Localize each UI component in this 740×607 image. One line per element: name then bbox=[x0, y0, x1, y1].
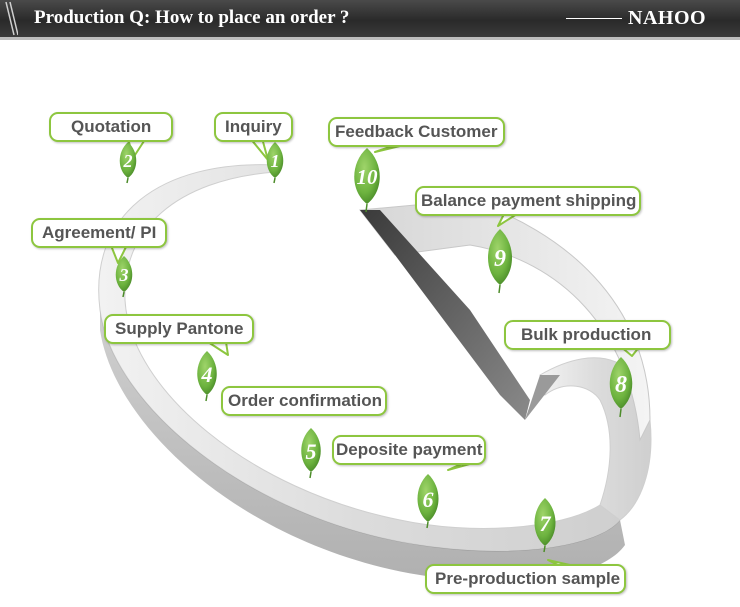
header-bar: Production Q: How to place an order ? NA… bbox=[0, 0, 740, 40]
leaf-2: 2 bbox=[119, 142, 137, 184]
leaf-number-10: 10 bbox=[357, 165, 379, 189]
callout-pre-production-sample: Pre-production sample bbox=[425, 564, 627, 594]
leaf-number-1: 1 bbox=[271, 151, 280, 171]
ring-band bbox=[98, 164, 621, 552]
leaf-number-7: 7 bbox=[540, 511, 552, 536]
leaf-4: 4 bbox=[197, 351, 217, 402]
header-underline bbox=[0, 37, 740, 40]
leaf-5: 5 bbox=[301, 428, 321, 479]
brand-rule bbox=[566, 18, 622, 19]
leaf-9: 9 bbox=[488, 229, 512, 294]
brand-logo: NAHOO bbox=[628, 7, 707, 29]
leaf-number-4: 4 bbox=[201, 362, 213, 387]
callout-inquiry: Inquiry bbox=[214, 112, 293, 142]
callout-bulk-production: Bulk production bbox=[504, 320, 672, 350]
leaf-number-3: 3 bbox=[119, 265, 129, 285]
leaf-number-6: 6 bbox=[423, 487, 434, 512]
callout-deposite-payment: Deposite payment bbox=[332, 435, 487, 465]
leaf-8: 8 bbox=[609, 357, 633, 418]
callout-quotation: Quotation bbox=[49, 112, 174, 142]
leaf-10: 10 bbox=[354, 148, 380, 213]
callout-agreement-pi: Agreement/ PI bbox=[31, 218, 168, 248]
leaf-3: 3 bbox=[115, 256, 133, 298]
ring-side bbox=[100, 310, 625, 582]
page-title: Production Q: How to place an order ? bbox=[34, 7, 350, 28]
arrow-side bbox=[360, 210, 530, 420]
leaf-7: 7 bbox=[534, 498, 556, 553]
leaf-number-5: 5 bbox=[306, 439, 317, 464]
leaf-number-8: 8 bbox=[615, 372, 627, 398]
callout-order-confirmation: Order confirmation bbox=[221, 386, 387, 416]
callout-feedback-customer: Feedback Customer bbox=[328, 117, 505, 147]
leaf-number-9: 9 bbox=[494, 246, 506, 272]
leaf-6: 6 bbox=[417, 474, 439, 529]
leaf-number-2: 2 bbox=[123, 151, 133, 171]
arrow-head bbox=[525, 375, 560, 420]
header-slash-icon bbox=[5, 1, 18, 36]
leaf-1: 1 bbox=[266, 142, 284, 184]
callout-supply-pantone: Supply Pantone bbox=[104, 314, 255, 344]
callout-balance-payment-shipping: Balance payment shipping bbox=[415, 186, 642, 216]
